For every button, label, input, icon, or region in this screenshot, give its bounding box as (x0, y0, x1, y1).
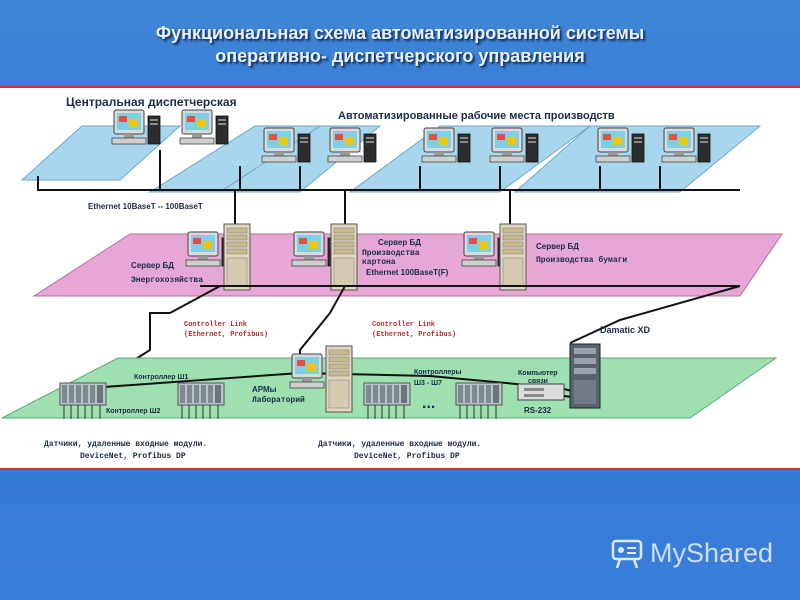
controller-sh1-label: Контроллер Ш1 (134, 374, 189, 381)
lab-arm-server-icon (325, 345, 353, 413)
arm-lab-label-2: Лабораторий (252, 396, 305, 405)
controllers-sh3-label-1: Контроллеры (414, 369, 462, 376)
server-carton-label-1: Сервер БД (378, 238, 421, 247)
title-block: Функциональная схема автоматизированной … (0, 22, 800, 68)
workstations-label: Автоматизированные рабочие места произво… (338, 110, 615, 122)
diagram-panel: Центральная диспетчерская Автоматизирова… (0, 86, 800, 470)
server-energy-label-1: Сервер БД (131, 261, 174, 270)
controller-link-left-label-1: Controller Link (184, 321, 247, 329)
controllers-sh3-label-2: Ш3 - Ш7 (414, 380, 442, 387)
watermark: MyShared (610, 536, 773, 570)
title-line-1: Функциональная схема автоматизированной … (155, 23, 645, 43)
presentation-board-icon (611, 539, 643, 569)
central-pc-icon-1 (111, 109, 161, 145)
server-plane (32, 233, 783, 297)
central-control-label: Центральная диспетчерская (66, 95, 237, 109)
network-diagram: Центральная диспетчерская Автоматизирова… (1, 95, 783, 461)
controller-link-right-label-2: (Ethernet, Profibus) (372, 331, 456, 339)
server-paper-label-1: Сервер БД (536, 242, 579, 251)
server-paper-icon (499, 223, 527, 291)
ethernet-top-line (37, 176, 740, 191)
arm-lab-label-1: АРМы (252, 385, 277, 394)
comm-pc-icon (517, 383, 565, 401)
controller-sh2-label: Контроллер Ш2 (106, 408, 161, 415)
server-energy-label-2: Энергохозяйства (131, 276, 203, 285)
watermark-text: MyShared (650, 537, 774, 568)
comm-pc-label-1: Компьютер (518, 370, 558, 377)
damatic-label: Damatic XD (600, 325, 651, 335)
controllers-ellipsis: ... (422, 395, 435, 412)
comm-pc-label-2: связи (528, 378, 548, 385)
controller-link-left-label-2: (Ethernet, Profibus) (184, 331, 268, 339)
server-carton-icon (330, 223, 358, 291)
sensors-left-label-2: DeviceNet, Profibus DP (80, 452, 186, 461)
server-carton-label-2: Производства (362, 249, 420, 258)
damatic-server-icon (569, 343, 601, 409)
title-line-2: оперативно- диспетчерского управления (215, 46, 585, 66)
server-energy-icon (223, 223, 251, 291)
server-paper-label-2: Производства бумаги (536, 256, 627, 265)
controller-link-right-label-1: Controller Link (372, 321, 435, 329)
sensors-right-label-2: DeviceNet, Profibus DP (354, 452, 460, 461)
rs232-label: RS-232 (524, 406, 552, 415)
server-carton-label-3: картона (362, 258, 396, 267)
ethernet-top-label: Ethernet 10BaseT -- 100BaseT (88, 202, 203, 211)
ethernet-mid-label: Ethernet 100BaseT(F) (366, 268, 449, 277)
sensors-left-label-1: Датчики, удаленные входные модули. (44, 440, 207, 449)
central-pc-icon-2 (179, 109, 229, 145)
sensors-right-label-1: Датчики, удаленные входные модули. (318, 440, 481, 449)
